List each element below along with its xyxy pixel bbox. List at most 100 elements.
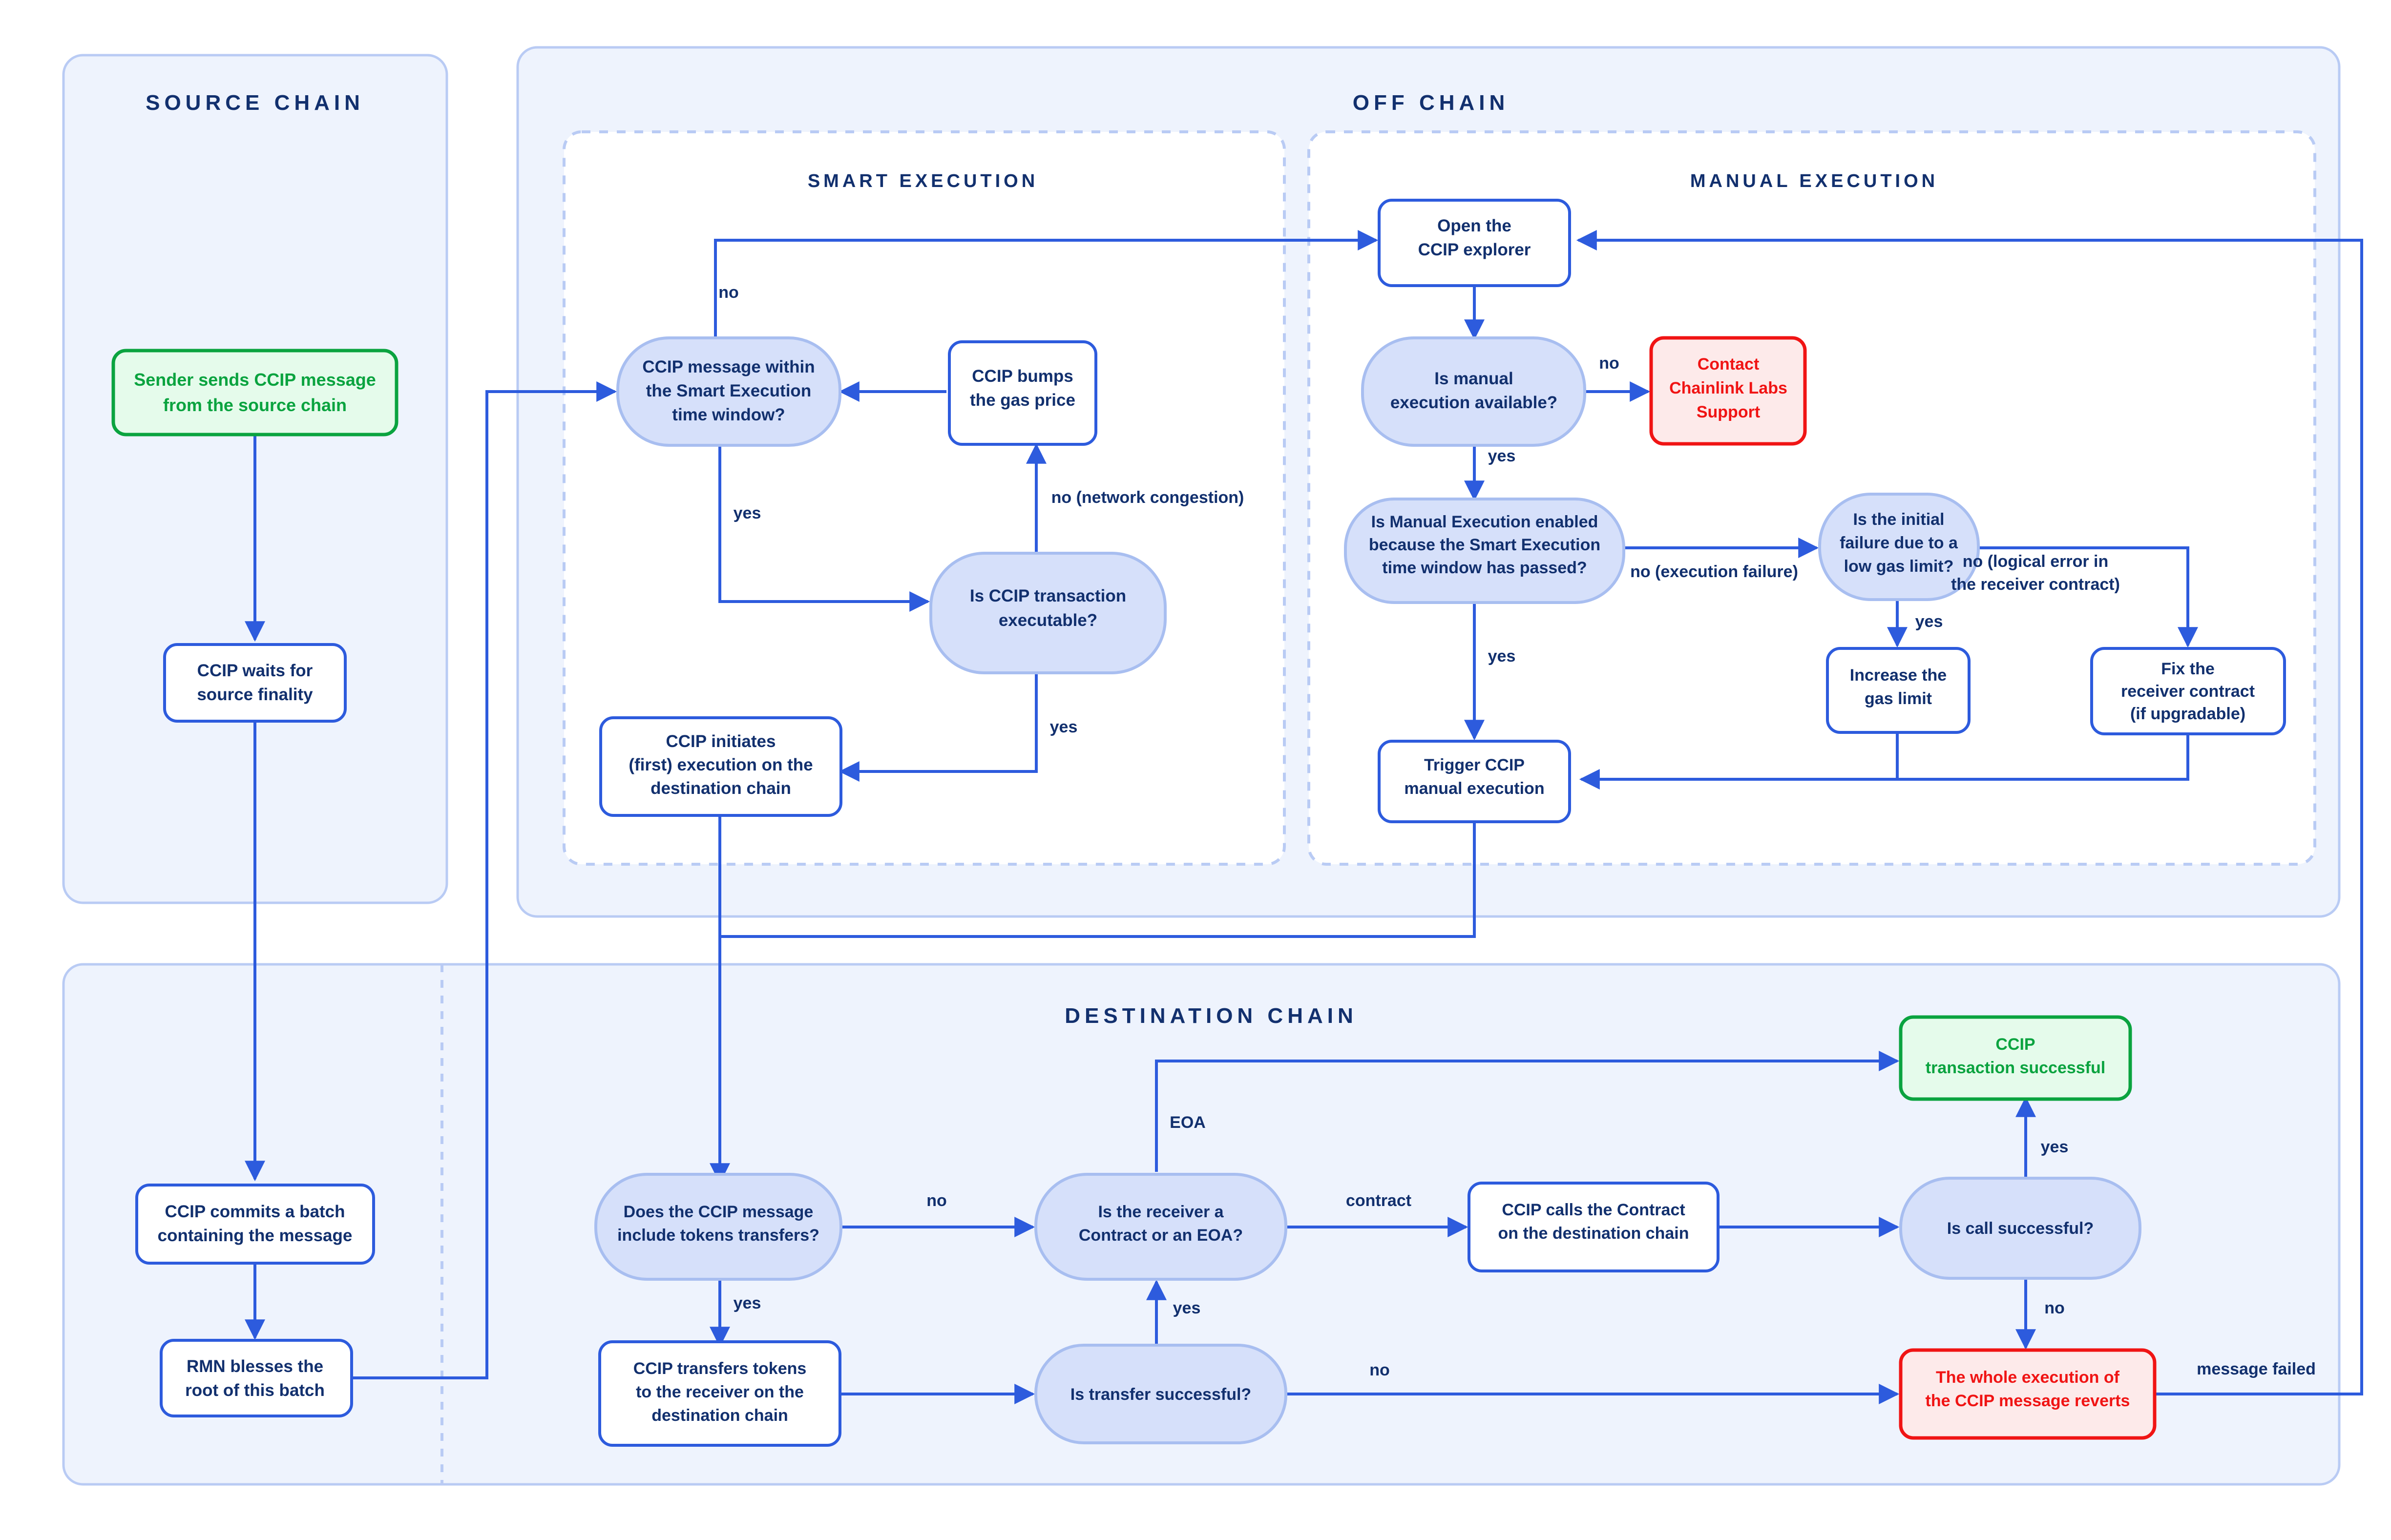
lane-title-destination-chain: DESTINATION CHAIN (1065, 1004, 1358, 1028)
node-label-line: root of this batch (185, 1381, 325, 1400)
node-label-line: CCIP calls the Contract (1502, 1201, 1685, 1219)
node-label-line: Fix the (2161, 660, 2215, 678)
node-ccip-transaction-successful[interactable]: CCIP transaction successful (1899, 1015, 2132, 1101)
node-label-line: Is call successful? (1947, 1219, 2094, 1238)
edge-trigger-to-destination (720, 819, 1476, 938)
node-label-line: Is the receiver a (1098, 1203, 1224, 1221)
node-is-transfer-successful[interactable]: Is transfer successful? (1034, 1344, 1287, 1444)
node-open-the-ccip-explorer[interactable]: Open the CCIP explorer (1378, 199, 1571, 287)
edge-label-manual-enabled-yes: yes (1488, 647, 1516, 666)
node-label-line: RMN blesses the (187, 1357, 323, 1376)
node-label-line: the CCIP message reverts (1926, 1392, 2130, 1410)
lane-title-source-chain: SOURCE CHAIN (146, 91, 364, 115)
node-is-receiver-contract-or-eoa[interactable]: Is the receiver a Contract or an EOA? (1034, 1173, 1287, 1281)
edge-window-no-to-explorer (714, 230, 1379, 361)
node-label-line: Trigger CCIP (1424, 756, 1525, 774)
node-does-ccip-message-include-token-transfers[interactable]: Does the CCIP message include tokens tra… (594, 1173, 842, 1281)
node-label-line: the Smart Execution (646, 381, 811, 400)
node-label-line: (first) execution on the (629, 755, 813, 774)
node-label-line: CCIP initiates (666, 732, 776, 751)
node-label-line: from the source chain (163, 395, 347, 415)
edge-fix-receiver-to-trigger (1581, 732, 2189, 781)
edge-label-executable-no-congestion: no (network congestion) (1051, 488, 1244, 507)
edge-reverts-to-explorer (1576, 230, 2363, 1395)
edge-window-yes-to-executable (718, 424, 930, 612)
edge-label-window-no: no (718, 283, 739, 302)
node-sender-sends-ccip-message[interactable]: Sender sends CCIP message from the sourc… (111, 349, 398, 437)
node-label-line: Does the CCIP message (624, 1203, 814, 1221)
edge-label-tokens-no: no (926, 1191, 947, 1210)
node-label-line: receiver contract (2121, 682, 2255, 701)
edge-label-layer: no yes yes no (network congestion) no ye… (718, 283, 2316, 1379)
node-label-line: source finality (197, 685, 313, 704)
edge-label-window-yes: yes (734, 504, 761, 522)
node-ccip-transfers-tokens-to-receiver[interactable]: CCIP transfers tokens to the receiver on… (598, 1340, 841, 1447)
node-label-line: Is CCIP transaction (970, 586, 1126, 605)
node-ccip-waits-for-source-finality[interactable]: CCIP waits for source finality (163, 643, 347, 723)
node-ccip-initiates-first-execution[interactable]: CCIP initiates (first) execution on the … (599, 716, 842, 817)
edge-label-initial-failure-yes: yes (1915, 612, 1943, 631)
node-label-line: CCIP transfers tokens (633, 1359, 807, 1378)
sub-lane-smart-execution: SMART EXECUTION (563, 130, 1286, 866)
node-label-line: CCIP waits for (197, 661, 313, 680)
node-trigger-ccip-manual-execution[interactable]: Trigger CCIP manual execution (1378, 740, 1571, 823)
node-label-line: time window? (672, 405, 785, 424)
node-ccip-bumps-the-gas-price[interactable]: CCIP bumps the gas price (948, 340, 1097, 446)
edge-label-call-no: no (2044, 1299, 2065, 1317)
edge-label-call-yes: yes (2041, 1138, 2069, 1156)
node-is-manual-execution-available[interactable]: Is manual execution available? (1361, 336, 1586, 447)
node-label-line: include tokens transfers? (617, 1226, 819, 1245)
node-label-line: Open the (1437, 216, 1511, 235)
node-label-line: low gas limit? (1844, 557, 1954, 576)
node-label-line: Increase the (1850, 666, 1947, 685)
node-label-line: Support (1697, 403, 1760, 421)
edge-rmn-to-within-window (352, 381, 617, 1379)
edge-label-executable-yes: yes (1050, 718, 1078, 736)
node-label-line: Contract or an EOA? (1079, 1226, 1243, 1245)
node-rmn-blesses-the-root[interactable]: RMN blesses the root of this batch (160, 1339, 353, 1417)
edge-label-manual-available-no: no (1599, 354, 1619, 373)
node-label-line: manual execution (1404, 779, 1544, 798)
node-increase-the-gas-limit[interactable]: Increase the gas limit (1826, 647, 1971, 734)
node-label-line: Contact (1698, 355, 1760, 374)
node-label-line: CCIP bumps (972, 367, 1073, 386)
node-is-ccip-transaction-executable[interactable]: Is CCIP transaction executable? (929, 552, 1167, 674)
node-fix-the-receiver-contract[interactable]: Fix the receiver contract (if upgradable… (2090, 647, 2286, 735)
edge-label-receiver-eoa: EOA (1170, 1113, 1206, 1132)
node-label-line: Is the initial (1853, 510, 1944, 529)
node-label-line: Chainlink Labs (1669, 379, 1787, 397)
node-is-initial-failure-low-gas-limit[interactable]: Is the initial failure due to a low gas … (1818, 493, 1980, 601)
node-label-line: (if upgradable) (2130, 705, 2245, 723)
node-label-line: transaction successful (1926, 1059, 2105, 1077)
node-ccip-calls-the-contract[interactable]: CCIP calls the Contract on the destinati… (1468, 1182, 1720, 1272)
node-ccip-message-within-smart-execution-window[interactable]: CCIP message within the Smart Execution … (616, 336, 841, 447)
node-label-line: failure due to a (1840, 534, 1958, 552)
node-label-line: executable? (999, 611, 1097, 630)
node-label-line: CCIP message within (642, 357, 815, 376)
node-label-line: on the destination chain (1498, 1224, 1689, 1243)
node-contact-chainlink-labs-support[interactable]: Contact Chainlink Labs Support (1649, 336, 1807, 446)
node-label-line: to the receiver on the (636, 1383, 804, 1401)
edge-label-transfer-no: no (1369, 1361, 1390, 1379)
node-the-whole-execution-reverts[interactable]: The whole execution of the CCIP message … (1899, 1348, 2157, 1440)
node-is-call-successful[interactable]: Is call successful? (1899, 1177, 2141, 1280)
node-label-line: CCIP (1995, 1035, 2035, 1054)
node-label-line: destination chain (650, 779, 791, 798)
node-label-line: destination chain (651, 1406, 788, 1425)
sub-lane-title-smart-execution: SMART EXECUTION (808, 171, 1038, 191)
edge-label-manual-enabled-no: no (execution failure) (1630, 562, 1798, 581)
edge-label-initial-failure-no-line1: no (logical error in (1963, 552, 2108, 571)
node-label-line: containing the message (158, 1226, 353, 1245)
node-label-line: The whole execution of (1936, 1368, 2120, 1387)
node-is-manual-execution-enabled[interactable]: Is Manual Execution enabled because the … (1344, 498, 1625, 604)
node-label-line: Is Manual Execution enabled (1371, 513, 1598, 531)
node-label-line: CCIP commits a batch (165, 1202, 345, 1221)
edge-label-transfer-yes: yes (1173, 1299, 1201, 1317)
node-ccip-commits-a-batch[interactable]: CCIP commits a batch containing the mess… (135, 1184, 375, 1265)
node-label-line: Is manual (1434, 369, 1513, 388)
edge-initial-failure-no-to-fix-receiver (1979, 546, 2198, 648)
sub-lane-manual-execution: MANUAL EXECUTION (1307, 130, 2316, 866)
node-label-line: gas limit (1865, 689, 1932, 708)
